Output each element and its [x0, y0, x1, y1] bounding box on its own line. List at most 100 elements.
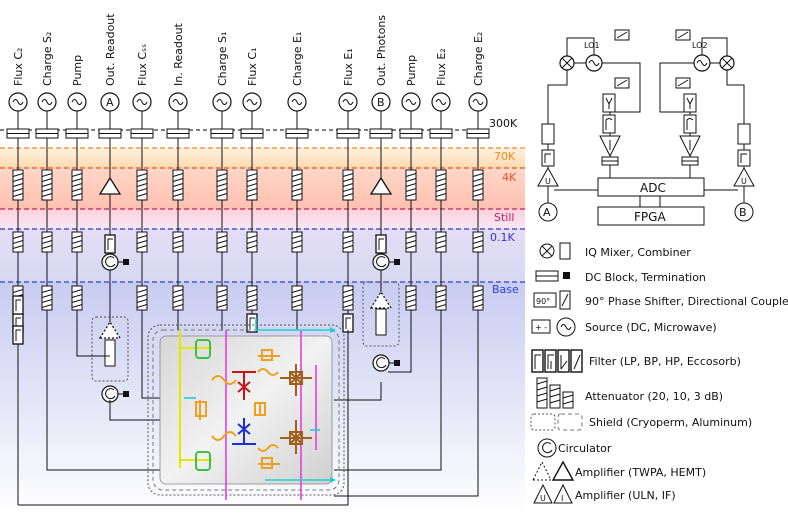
legend-item-attenuator: Attenuator (20, 10, 3 dB): [536, 377, 723, 409]
fpga-box: [597, 206, 705, 226]
label-charge-e2: Charge E₂: [472, 32, 485, 86]
directional-coupler-icon: [375, 308, 387, 336]
adc-label: ADC: [640, 181, 666, 195]
termination-icon: [123, 391, 129, 397]
lo1-label: LO1: [584, 41, 600, 50]
termination-icon: [394, 259, 400, 265]
svg-text:U: U: [545, 177, 551, 186]
legend-item-amplifier-uln: U I Amplifier (ULN, IF): [533, 483, 676, 504]
twpa-amp-icon: [369, 290, 393, 309]
attenuator-icon: [405, 285, 417, 311]
legend-item-shield: Shield (Cryoperm, Aluminum): [530, 413, 752, 431]
svg-text:U: U: [741, 177, 747, 186]
twpa-amp-icon: [98, 320, 122, 339]
attenuator-icon: [216, 285, 228, 311]
aluminum-shield-icon: [557, 413, 583, 431]
port-a-icon: [100, 92, 120, 112]
couplers-orange: [195, 349, 280, 469]
fpga-label: FPGA: [634, 210, 666, 224]
lo2-label: LO2: [692, 41, 708, 50]
port-label: A: [106, 96, 114, 109]
filter-icon: [342, 313, 354, 333]
phase-shifter-icon: [533, 292, 557, 308]
column-labels: Flux C₂ Charge S₂ Pump Out. Readout Flux…: [12, 13, 485, 86]
label-flux-css: Flux Cₛₛ: [136, 44, 149, 86]
qubit-red: [232, 371, 256, 400]
legend-item-phase: 90° 90° Phase Shifter, Directional Coupl…: [533, 290, 788, 310]
attenuator-icon: [342, 285, 354, 311]
port-b-icon: [371, 92, 391, 112]
legend-label-source: Source (DC, Microwave): [585, 321, 717, 334]
legend-label-dc-block: DC Block, Termination: [585, 271, 706, 284]
svg-text:+ -: + -: [535, 323, 547, 332]
termination-icon: [394, 360, 400, 366]
cryoperm-shield-icon: [530, 413, 556, 431]
shield-aluminum: [152, 329, 340, 491]
attenuator-3db-icon: [562, 391, 574, 409]
eccosorb-filter-icon: [570, 349, 583, 373]
if-amp-icon: [553, 483, 573, 504]
termination-icon: [563, 272, 570, 279]
stage-label-base: Base: [492, 283, 519, 296]
resonator-green: [195, 339, 211, 471]
attenuator-icon: [71, 285, 83, 311]
label-in-readout: In. Readout: [172, 22, 185, 86]
stage-label-300k: 300K: [489, 117, 518, 130]
shield-cryoperm: [147, 324, 345, 496]
legend-item-filter: Filter (LP, BP, HP, Eccosorb): [531, 349, 741, 373]
hemt-amp-icon: [551, 460, 575, 481]
label-out-photons: Out. Photons: [375, 15, 388, 86]
port-b-label: B: [739, 206, 747, 219]
label-flux-e1: Flux E₁: [342, 48, 355, 86]
attenuator-icon: [435, 285, 447, 311]
attenuator-icon: [246, 285, 258, 311]
filter-icon: [104, 234, 116, 254]
legend-label-filter: Filter (LP, BP, HP, Eccosorb): [589, 355, 741, 368]
legend-label-iq-mixer: IQ Mixer, Combiner: [585, 246, 691, 259]
qubit-brown-bottom: [280, 420, 312, 454]
legend-item-source: + - Source (DC, Microwave): [531, 317, 717, 337]
hp-filter-icon: [557, 349, 570, 373]
qubit-blue: [232, 418, 256, 445]
legend-label-shield: Shield (Cryoperm, Aluminum): [589, 416, 752, 429]
legend-item-iq-mixer: IQ Mixer, Combiner: [539, 242, 691, 260]
filter-icon: [375, 234, 387, 254]
label-pump-1: Pump: [71, 55, 84, 86]
attenuator-icon: [41, 285, 53, 311]
directional-coupler-icon: [104, 339, 116, 367]
hemt-amp-icon: [369, 176, 393, 195]
svg-text:I: I: [561, 494, 563, 503]
band-70k: [0, 148, 525, 168]
shield-twpa: [91, 316, 129, 382]
legend-item-dc-block: DC Block, Termination: [535, 270, 706, 284]
label-charge-s2: Charge S₂: [41, 32, 54, 86]
legend-item-amplifier: Amplifier (TWPA, HEMT): [532, 460, 706, 481]
adc-box: [597, 177, 705, 197]
dc-source-icon: [531, 319, 551, 334]
room-temp-electronics: LO1 LO2: [537, 29, 755, 226]
uln-amp-icon: [533, 483, 553, 504]
legend-label-amplifier-uln: Amplifier (ULN, IF): [575, 489, 676, 502]
hemt-amp-icon: [98, 176, 122, 195]
label-flux-c2: Flux C₂: [12, 48, 25, 86]
termination-icon: [123, 259, 129, 265]
label-flux-e2: Flux E₂: [435, 48, 448, 86]
svg-text:U: U: [540, 494, 546, 503]
circulator-icon: [537, 438, 557, 458]
label-charge-e1: Charge E₁: [291, 32, 304, 86]
label-out-readout: Out. Readout: [104, 13, 117, 86]
chip-substrate: [159, 335, 333, 485]
cyan-line-top: [255, 318, 330, 331]
attenuator-icon: [136, 285, 148, 311]
stage-label-0p1k: 0.1K: [490, 231, 515, 244]
filter-icon: [12, 295, 24, 315]
legend: IQ Mixer, Combiner DC Block, Termination…: [530, 242, 788, 504]
attenuator-icon: [172, 285, 184, 311]
port-a-label: A: [543, 206, 551, 219]
legend-item-circulator: Circulator: [537, 438, 612, 458]
sample-chip: [147, 318, 345, 500]
twpa-amp-icon: [532, 460, 552, 481]
